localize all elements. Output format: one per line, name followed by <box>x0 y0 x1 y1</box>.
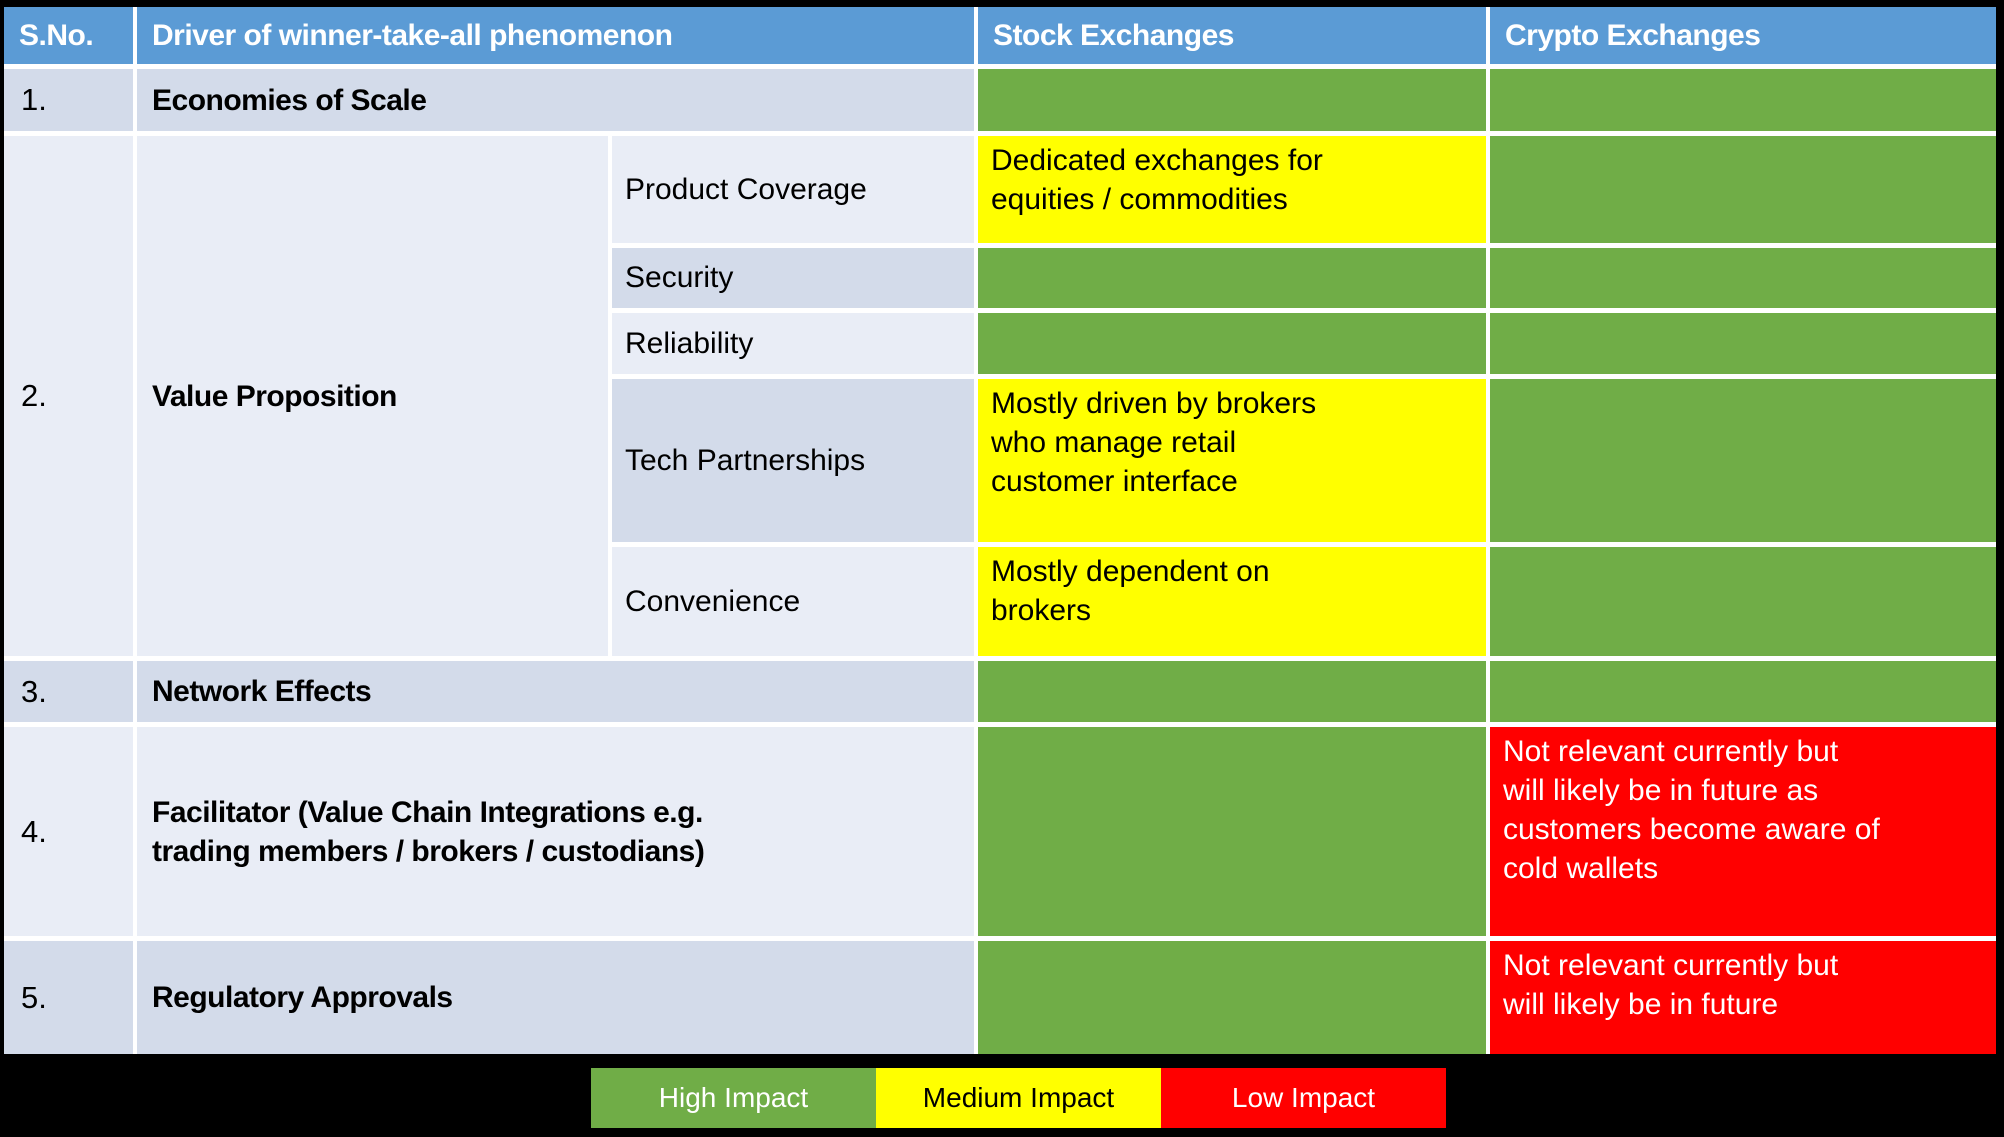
header-sno: S.No. <box>4 7 133 64</box>
row4-driver: Facilitator (Value Chain Integrations e.… <box>137 727 974 936</box>
row1-crypto-impact-cell <box>1490 69 1996 131</box>
row2a-crypto-impact-cell <box>1490 136 1996 243</box>
row1-stock-impact-cell <box>978 69 1486 131</box>
row3-sno: 3. <box>4 661 133 722</box>
row2a-sublabel: Product Coverage <box>612 136 974 243</box>
impact-legend: High Impact Medium Impact Low Impact <box>591 1068 1446 1128</box>
row2a-stock-impact-cell: Dedicated exchanges for equities / commo… <box>978 136 1486 243</box>
row2-driver: Value Proposition <box>137 136 608 656</box>
row1-sno: 1. <box>4 69 133 131</box>
row5-crypto-impact-cell: Not relevant currently but will likely b… <box>1490 941 1996 1054</box>
row2e-sublabel: Convenience <box>612 547 974 656</box>
row2d-crypto-impact-cell <box>1490 379 1996 542</box>
row2c-sublabel: Reliability <box>612 313 974 374</box>
header-crypto-exchanges: Crypto Exchanges <box>1490 7 1996 64</box>
legend-low-impact: Low Impact <box>1161 1068 1446 1128</box>
row2e-stock-impact-cell: Mostly dependent on brokers <box>978 547 1486 656</box>
row2-sno: 2. <box>4 136 133 656</box>
row2b-crypto-impact-cell <box>1490 248 1996 308</box>
legend-medium-impact: Medium Impact <box>876 1068 1161 1128</box>
row2d-sublabel: Tech Partnerships <box>612 379 974 542</box>
row3-driver: Network Effects <box>137 661 974 722</box>
legend-high-impact: High Impact <box>591 1068 876 1128</box>
row2c-crypto-impact-cell <box>1490 313 1996 374</box>
header-stock-exchanges: Stock Exchanges <box>978 7 1486 64</box>
row5-driver: Regulatory Approvals <box>137 941 974 1054</box>
row2e-crypto-impact-cell <box>1490 547 1996 656</box>
row1-driver: Economies of Scale <box>137 69 974 131</box>
comparison-table: S.No. Driver of winner-take-all phenomen… <box>4 7 1996 1054</box>
row4-stock-impact-cell <box>978 727 1486 936</box>
row2c-stock-impact-cell <box>978 313 1486 374</box>
row2b-sublabel: Security <box>612 248 974 308</box>
row3-crypto-impact-cell <box>1490 661 1996 722</box>
row2d-stock-impact-cell: Mostly driven by brokers who manage reta… <box>978 379 1486 542</box>
row5-sno: 5. <box>4 941 133 1054</box>
row5-stock-impact-cell <box>978 941 1486 1054</box>
row4-sno: 4. <box>4 727 133 936</box>
row2b-stock-impact-cell <box>978 248 1486 308</box>
header-driver: Driver of winner-take-all phenomenon <box>137 7 974 64</box>
row3-stock-impact-cell <box>978 661 1486 722</box>
row4-crypto-impact-cell: Not relevant currently but will likely b… <box>1490 727 1996 936</box>
